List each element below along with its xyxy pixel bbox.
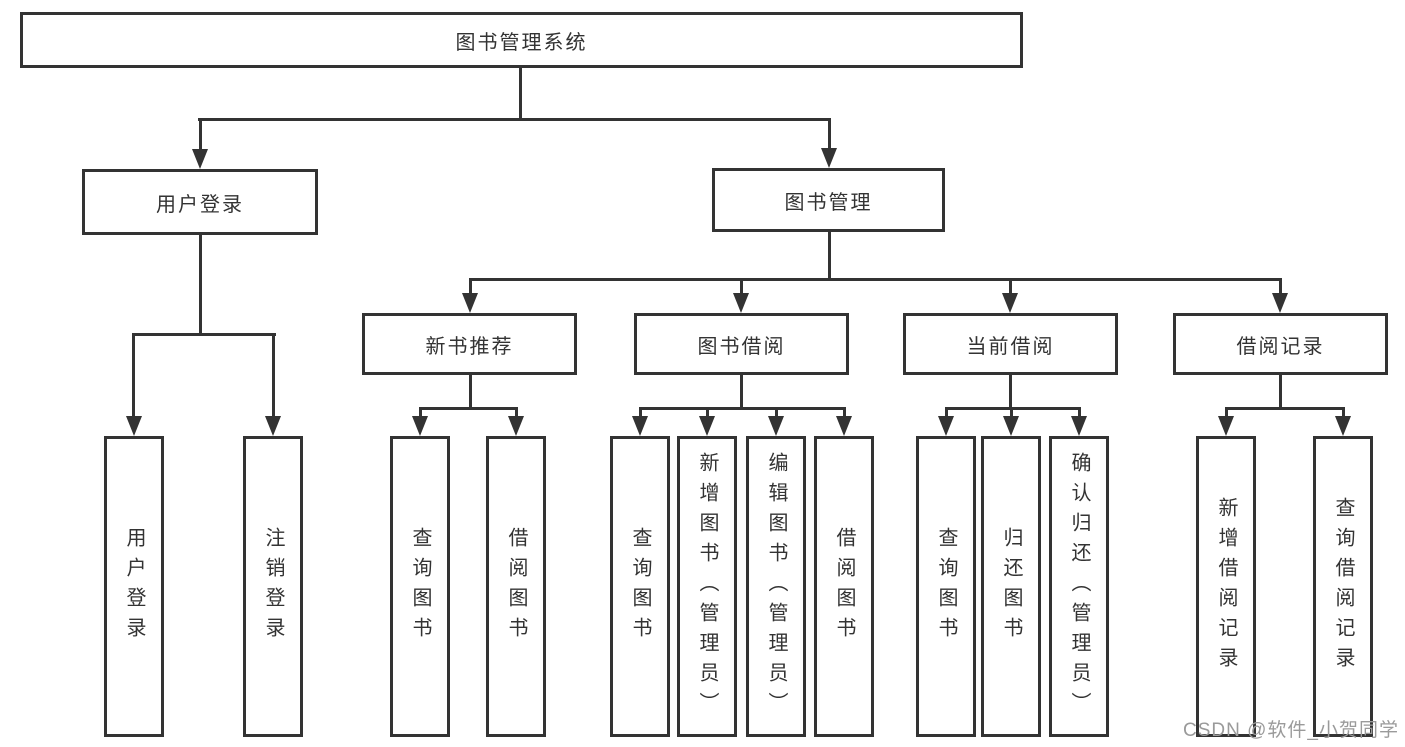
arrowhead-down-icon xyxy=(632,416,648,436)
arrowhead-down-icon xyxy=(733,293,749,313)
connector-line xyxy=(519,68,522,121)
connector-line xyxy=(1342,407,1345,419)
arrowhead-down-icon xyxy=(821,148,837,168)
arrowhead-down-icon xyxy=(1002,293,1018,313)
arrowhead-down-icon xyxy=(938,416,954,436)
node-library-system: 图书管理系统 xyxy=(20,12,1023,68)
connector-line xyxy=(198,118,831,121)
arrowhead-down-icon xyxy=(192,149,208,169)
leaf-query-book-current: 查询图书 xyxy=(916,436,976,737)
node-user-login: 用户登录 xyxy=(82,169,318,235)
node-new-book-recommend: 新书推荐 xyxy=(362,313,577,375)
arrowhead-down-icon xyxy=(1272,293,1288,313)
connector-line xyxy=(1009,375,1012,410)
connector-line xyxy=(199,118,202,152)
arrowhead-down-icon xyxy=(462,293,478,313)
arrowhead-down-icon xyxy=(126,416,142,436)
connector-line xyxy=(1009,278,1012,296)
connector-line xyxy=(132,333,276,336)
connector-line xyxy=(1078,407,1081,419)
csdn-watermark: CSDN @软件_小贺同学 xyxy=(1183,720,1399,741)
arrowhead-down-icon xyxy=(1071,416,1087,436)
connector-line xyxy=(469,278,472,296)
leaf-confirm-return-admin: 确认归还（管理员） xyxy=(1049,436,1109,737)
connector-line xyxy=(740,278,743,296)
leaf-add-book-admin: 新增图书（管理员） xyxy=(677,436,737,737)
arrowhead-down-icon xyxy=(265,416,281,436)
connector-line xyxy=(843,407,846,419)
connector-line xyxy=(1010,407,1013,419)
arrowhead-down-icon xyxy=(768,416,784,436)
connector-line xyxy=(740,375,743,410)
node-book-borrow: 图书借阅 xyxy=(634,313,849,375)
leaf-add-borrow-record: 新增借阅记录 xyxy=(1196,436,1256,737)
arrowhead-down-icon xyxy=(836,416,852,436)
node-book-management: 图书管理 xyxy=(712,168,945,232)
leaf-edit-book-admin: 编辑图书（管理员） xyxy=(746,436,806,737)
leaf-borrow-book-recommend: 借阅图书 xyxy=(486,436,546,737)
connector-line xyxy=(199,235,202,336)
connector-line xyxy=(1279,278,1282,296)
arrowhead-down-icon xyxy=(1335,416,1351,436)
connector-line xyxy=(1279,375,1282,410)
leaf-user-login: 用户登录 xyxy=(104,436,164,737)
connector-line xyxy=(706,407,709,419)
connector-line xyxy=(469,278,1282,281)
connector-line xyxy=(1225,407,1345,410)
connector-line xyxy=(272,333,275,418)
arrowhead-down-icon xyxy=(412,416,428,436)
node-current-borrow: 当前借阅 xyxy=(903,313,1118,375)
leaf-logout-login: 注销登录 xyxy=(243,436,303,737)
connector-line xyxy=(469,375,472,410)
connector-line xyxy=(945,407,1081,410)
arrowhead-down-icon xyxy=(508,416,524,436)
connector-line xyxy=(515,407,518,419)
leaf-borrow-book: 借阅图书 xyxy=(814,436,874,737)
leaf-query-book-borrow: 查询图书 xyxy=(610,436,670,737)
connector-line xyxy=(945,407,948,419)
connector-line xyxy=(828,232,831,281)
connector-line xyxy=(132,333,135,418)
leaf-query-borrow-record: 查询借阅记录 xyxy=(1313,436,1373,737)
connector-line xyxy=(419,407,518,410)
leaf-return-book: 归还图书 xyxy=(981,436,1041,737)
connector-line xyxy=(1225,407,1228,419)
leaf-query-book-recommend: 查询图书 xyxy=(390,436,450,737)
arrowhead-down-icon xyxy=(699,416,715,436)
node-borrow-records: 借阅记录 xyxy=(1173,313,1388,375)
connector-line xyxy=(419,407,422,419)
connector-line xyxy=(639,407,642,419)
connector-line xyxy=(828,118,831,152)
connector-line xyxy=(639,407,846,410)
connector-line xyxy=(775,407,778,419)
arrowhead-down-icon xyxy=(1003,416,1019,436)
arrowhead-down-icon xyxy=(1218,416,1234,436)
